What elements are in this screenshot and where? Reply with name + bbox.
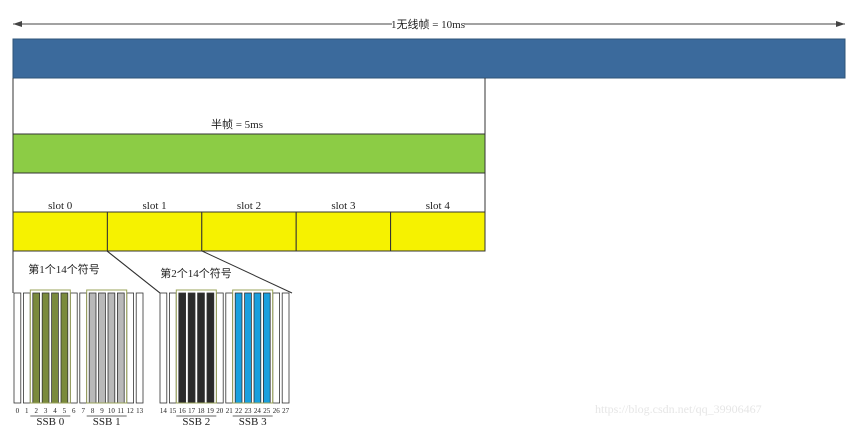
symbol-index-21: 21 [226,407,234,415]
symbol-14 [159,292,168,404]
symbol-3 [41,292,50,404]
half-frame-bar [12,133,486,174]
symbol-23 [244,292,252,404]
symbol-26 [272,292,280,404]
symbol-27 [281,292,290,404]
ssb-outline-2 [175,289,217,404]
symbol-index-22: 22 [235,407,243,415]
symbol-index-13: 13 [136,407,144,415]
slot-box-1 [106,211,203,252]
symbol-7 [79,292,88,404]
symbol-index-14: 14 [160,407,168,415]
frame-label: 1无线帧 = 10ms [391,17,465,31]
slot-box-3 [295,211,392,252]
ssb-group: SSB 0 SSB 1 SSB 2 SSB 3 [29,289,274,428]
slot-label-0: slot 0 [48,200,73,212]
symbol-index-26: 26 [273,407,281,415]
symbol-group-label-1: 第1个14个符号 [28,262,100,276]
slot-label-3: slot 3 [331,200,356,212]
symbol-index-11: 11 [117,407,124,415]
slot-box-2 [201,211,297,252]
ssb-label-3: SSB 3 [239,416,267,428]
symbol-index-2: 2 [34,407,38,415]
symbol-4 [51,292,59,404]
frame-label-bg [392,16,464,31]
slot-row: slot 0 slot 1 slot 2 slot 3 slot 4 [12,200,486,252]
symbol-1 [22,292,31,404]
symbol-6 [70,292,78,404]
symbol-index-7: 7 [81,407,85,415]
symbol-12 [126,292,135,404]
symbol-15 [168,292,177,404]
symbol-5 [60,292,69,404]
symbol-index-19: 19 [207,407,215,415]
symbol-index-3: 3 [44,407,48,415]
symbol-index-1: 1 [25,407,29,415]
symbol-22 [234,292,243,404]
symbol-index-12: 12 [127,407,135,415]
radio-frame-bar [12,38,846,79]
expand-line-2a [106,250,161,294]
symbol-24 [253,292,262,404]
symbol-9 [98,292,106,404]
symbol-index-20: 20 [216,407,224,415]
symbol-17 [187,292,196,404]
symbol-21 [225,292,234,404]
ssb-label-2: SSB 2 [182,416,210,428]
symbol-index-18: 18 [198,407,206,415]
frame-arrow-right [836,21,845,27]
symbol-19 [206,292,215,404]
ssb-outline-0 [29,289,71,404]
ssb-label-0: SSB 0 [36,416,64,428]
symbol-0 [13,292,22,404]
slot-box-0 [12,211,108,252]
symbol-index-25: 25 [263,407,271,415]
symbol-18 [197,292,205,404]
symbol-index-27: 27 [282,407,290,415]
slot-label-1: slot 1 [143,200,167,212]
frame-arrow-left [13,21,22,27]
symbol-group-label-2: 第2个14个符号 [160,266,232,280]
slot-box-4 [390,211,486,252]
symbol-index-8: 8 [91,407,95,415]
symbol-index-17: 17 [188,407,196,415]
symbol-index-16: 16 [179,407,187,415]
symbol-11 [117,292,125,404]
watermark: https://blog.csdn.net/qq_39906467 [595,402,762,416]
expand-line-2b [201,250,293,294]
symbol-index-9: 9 [100,407,104,415]
symbol-index-24: 24 [254,407,262,415]
slot-label-2: slot 2 [237,200,261,212]
symbol-20 [215,292,224,404]
symbol-2 [32,292,40,404]
symbol-index-15: 15 [169,407,177,415]
symbol-index-5: 5 [63,407,67,415]
symbol-index-0: 0 [16,407,20,415]
symbol-25 [262,292,271,404]
symbol-index-10: 10 [108,407,116,415]
symbol-8 [88,292,97,404]
symbol-index-6: 6 [72,407,76,415]
half-frame-label: 半帧 = 5ms [211,117,263,131]
slot-label-4: slot 4 [426,200,451,212]
symbol-index-23: 23 [245,407,253,415]
symbol-index-4: 4 [53,407,57,415]
symbol-13 [135,292,144,404]
ssb-outline-1 [86,289,128,404]
symbol-10 [107,292,116,404]
symbol-16 [178,292,187,404]
ssb-outline-3 [232,289,274,404]
ssb-label-1: SSB 1 [93,416,121,428]
